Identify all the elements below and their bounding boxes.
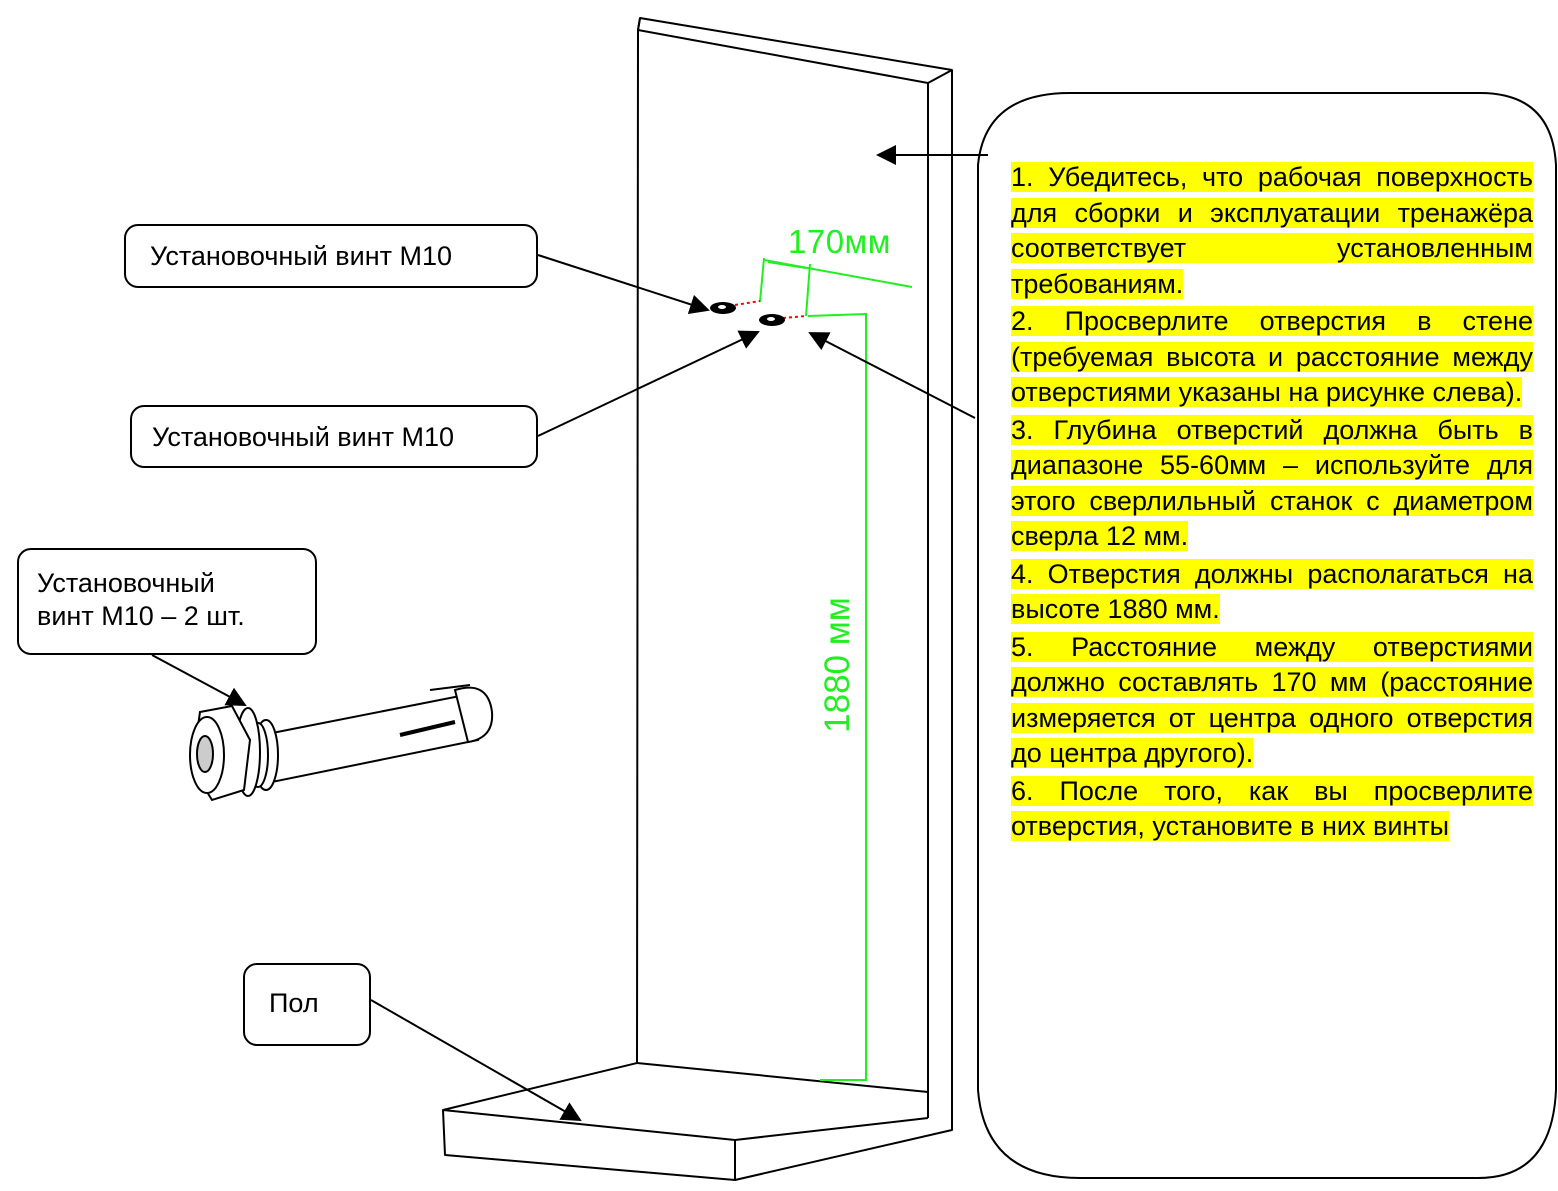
callout-floor: Пол	[243, 963, 371, 1046]
arrow-to-screw-kit	[151, 654, 247, 706]
callout-screw-kit-line1: Установочный	[37, 568, 215, 598]
arrow-to-hole-right	[808, 332, 976, 419]
leader-arrows	[151, 145, 988, 1121]
instructions-panel: 1. Убедитесь, что рабочая поверхность дл…	[1011, 160, 1533, 848]
instruction-4: 4. Отверстия должны располагаться на выс…	[1011, 558, 1533, 624]
callout-screw-kit: Установочный винт М10 – 2 шт.	[17, 548, 317, 655]
arrow-to-screw-top	[537, 254, 710, 314]
dimension-lines	[759, 257, 913, 1081]
hole-marker-right	[759, 314, 785, 326]
callout-screw-top-label: Установочный винт М10	[150, 241, 453, 271]
callout-screw-bottom: Установочный винт М10	[130, 405, 538, 468]
arrow-to-screw-bottom	[537, 330, 760, 437]
wall	[636, 17, 953, 1100]
callout-screw-top: Установочный винт М10	[124, 224, 538, 288]
instruction-5: 5. Расстояние между отверстиями должно с…	[1011, 631, 1533, 768]
instruction-2: 2. Просверлите отверстия в стене (требуе…	[1011, 306, 1533, 407]
anchor-bolt-illustration	[189, 684, 494, 802]
dimension-height-label: 1880 мм	[818, 597, 857, 733]
floor-slab	[442, 1062, 953, 1181]
callout-floor-label: Пол	[269, 988, 319, 1018]
hole-markers	[710, 300, 807, 326]
arrow-to-floor	[370, 999, 582, 1121]
dimension-spacing-label: 170мм	[788, 223, 891, 260]
instruction-1: 1. Убедитесь, что рабочая поверхность дл…	[1011, 162, 1533, 299]
callout-screw-bottom-label: Установочный винт М10	[152, 422, 455, 452]
instruction-6: 6. После того, как вы просверлите отверс…	[1011, 775, 1533, 841]
instruction-3: 3. Глубина отверстий должна быть в диапа…	[1011, 414, 1533, 551]
hole-marker-left	[710, 302, 736, 314]
callout-screw-kit-line2: винт М10 – 2 шт.	[37, 601, 245, 631]
